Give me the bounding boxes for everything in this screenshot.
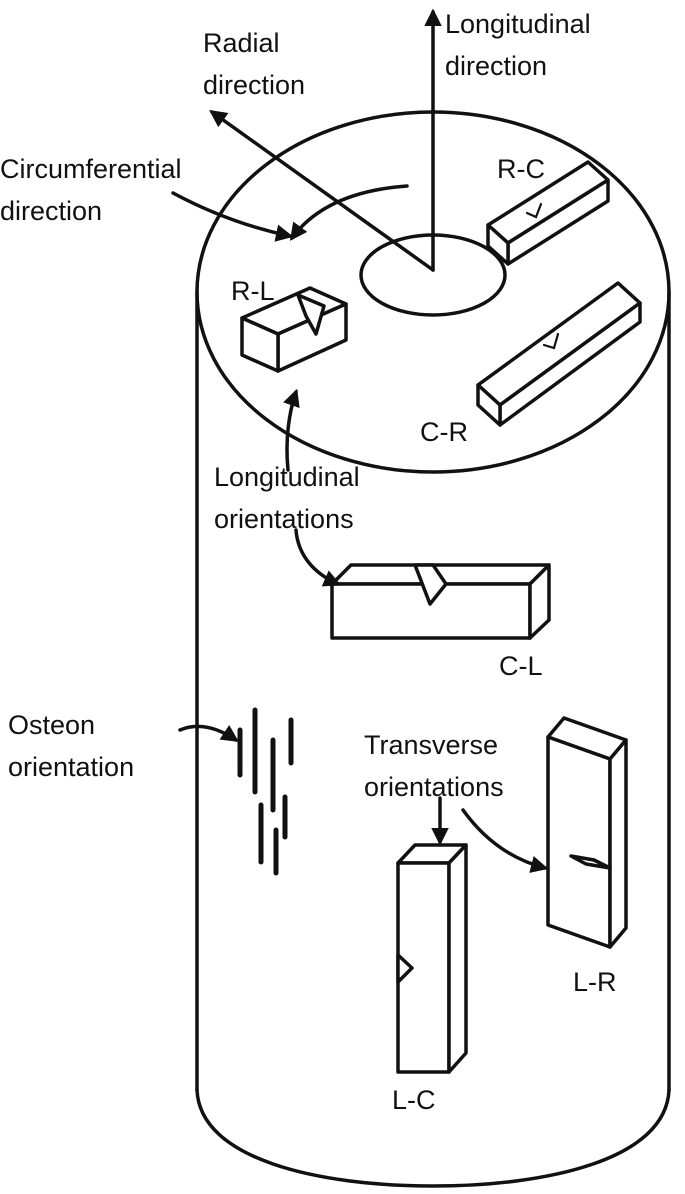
specimen-rc	[486, 160, 610, 266]
circumferential-direction-label: Circumferential direction	[0, 154, 189, 226]
cylinder-bottom-curve	[195, 1088, 671, 1188]
longitudinal-orientations-label: Longitudinal orientations	[214, 462, 367, 534]
specimen-rl-label: R-L	[231, 276, 275, 306]
specimen-lr-label: L-R	[573, 967, 617, 997]
specimen-rl	[240, 286, 348, 373]
specimen-lc-label: L-C	[392, 1085, 436, 1115]
radial-arrow	[209, 109, 435, 272]
specimen-lr	[546, 716, 628, 949]
specimen-cr-label: C-R	[420, 417, 468, 447]
specimen-lc	[396, 843, 468, 1074]
specimen-cr	[476, 281, 642, 427]
circumferential-arrow	[289, 184, 409, 241]
specimen-cl	[330, 563, 551, 640]
longitudinal-orientations-leader	[283, 388, 300, 472]
specimen-cl-label: C-L	[499, 651, 543, 681]
radial-direction-label: Radial direction	[203, 28, 305, 100]
osteon-orientation-label: Osteon orientation	[8, 710, 134, 782]
transverse-leader-lr	[461, 808, 549, 873]
osteon-lines	[237, 707, 294, 876]
transverse-orientations-label: Transverse orientations	[364, 730, 506, 802]
longitudinal-direction-label: Longitudinal direction	[445, 9, 598, 81]
longitudinal-orientations-leader-2	[294, 528, 342, 587]
osteon-leader	[178, 724, 239, 742]
specimen-rc-label: R-C	[497, 154, 545, 184]
circumferential-leader	[171, 191, 294, 242]
